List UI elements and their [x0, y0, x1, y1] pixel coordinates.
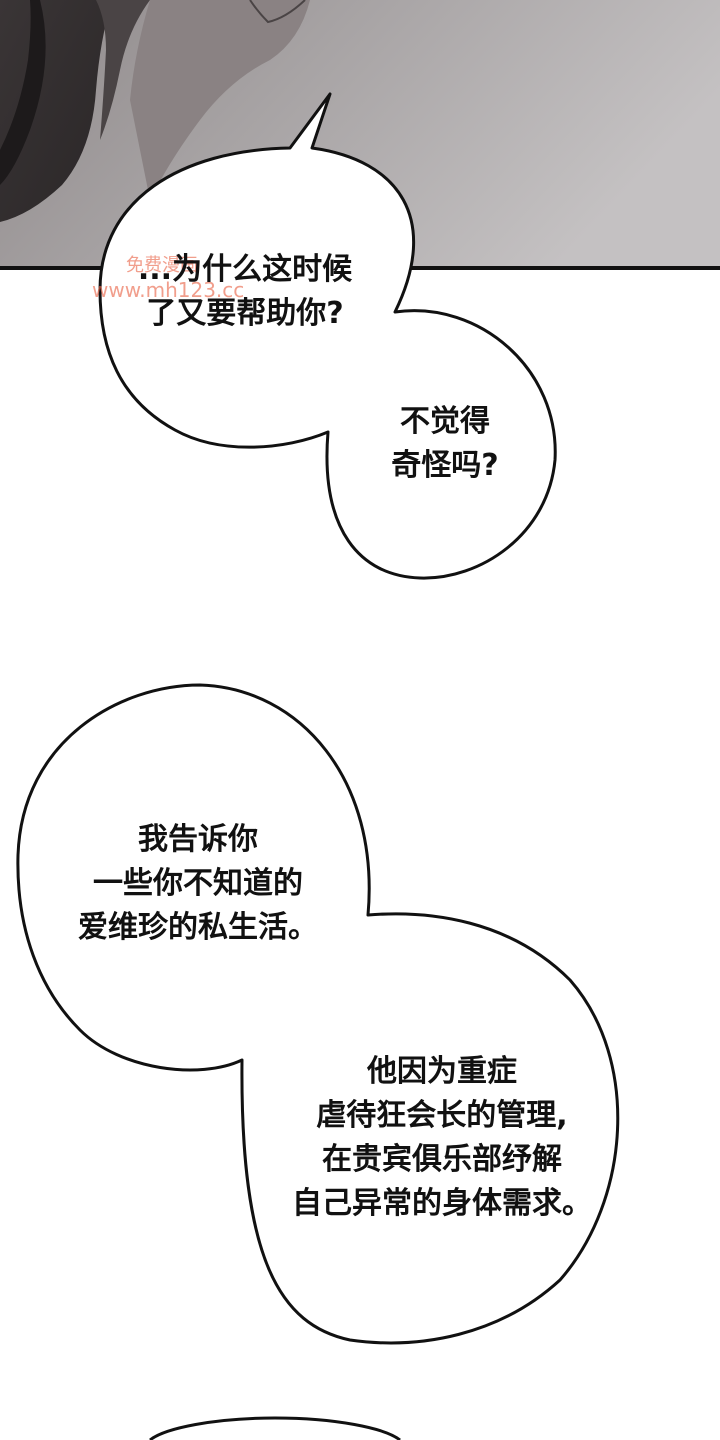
bubble-4-line-3: 在贵宾俱乐部纾解: [322, 1142, 562, 1177]
watermark-line-1: 免费漫画: [126, 255, 198, 276]
bubble-1-line-2: 了又要帮助你?: [146, 296, 344, 331]
character-face-shape: [130, 0, 310, 200]
bubble-3-line-1: 我告诉你: [138, 822, 258, 857]
bubble-3-line-3: 爱维珍的私生活。: [78, 910, 318, 945]
bubble-4-line-2: 虐待狂会长的管理,: [316, 1098, 568, 1133]
bubble-2-line-1: 不觉得: [400, 404, 490, 439]
watermark: 免费漫画 www.mh123.cc: [92, 254, 244, 302]
character-hair-highlight: [96, 0, 150, 140]
bubble-1-line-1: ...为什么这时候: [137, 252, 353, 287]
bubble-4-line-1: 他因为重症: [367, 1054, 517, 1089]
bubble-4-line-4: 自己异常的身体需求。: [292, 1186, 592, 1221]
watermark-line-2: www.mh123.cc: [92, 278, 245, 302]
bubble-1-text: ...为什么这时候 了又要帮助你?: [120, 248, 370, 336]
bubble-3-text: 我告诉你 一些你不知道的 爱维珍的私生活。: [48, 818, 348, 950]
bubble-2-line-2: 奇怪吗?: [391, 448, 499, 483]
speech-bubble-partial: [149, 1416, 401, 1440]
speech-bubble-2: [16, 683, 620, 1345]
character-collar-line: [249, 0, 306, 24]
speech-bubble-1: [98, 92, 557, 580]
character-hair-shape: [0, 0, 112, 222]
bubble-3-line-2: 一些你不知道的: [93, 866, 303, 901]
bubble-4-text: 他因为重症 虐待狂会长的管理, 在贵宾俱乐部纾解 自己异常的身体需求。: [262, 1050, 622, 1226]
character-hair-strand: [0, 0, 46, 185]
bubble-2-text: 不觉得 奇怪吗?: [360, 400, 530, 488]
